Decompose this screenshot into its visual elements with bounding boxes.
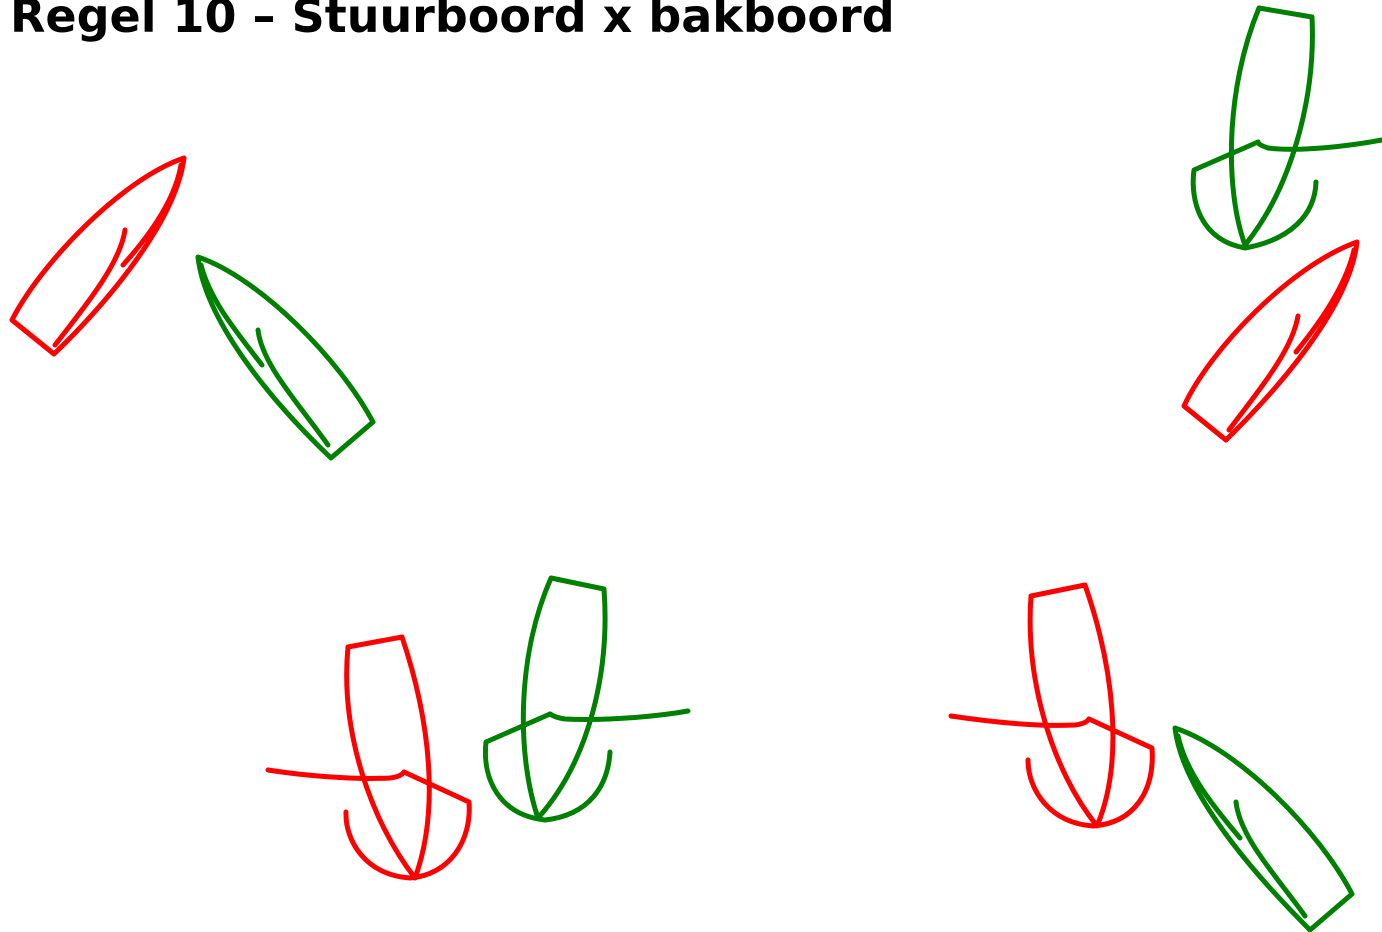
boat-red-bottom-right [948, 582, 1155, 829]
boat-red-top-right [1181, 239, 1360, 443]
boat-hull [1228, 5, 1315, 248]
boat-red-top-left [9, 155, 187, 357]
boat-boom [547, 708, 691, 722]
boat-boom [948, 713, 1092, 728]
boat-boom [265, 767, 407, 781]
boat-centerline [1175, 733, 1243, 841]
boat-green-bottom-right [1172, 725, 1355, 932]
boat-sail [1233, 799, 1308, 919]
boat-green-top-left [195, 254, 376, 461]
boat-hull [520, 575, 608, 821]
boat-centerline [1293, 247, 1357, 355]
boat-rudder-arc [343, 769, 472, 881]
boat-hull [344, 634, 432, 881]
boat-green-top-right [1190, 5, 1382, 251]
boat-hull [195, 254, 376, 461]
boat-boom [1255, 137, 1382, 152]
boat-sail [255, 327, 331, 448]
boat-rudder-arc [1025, 716, 1155, 829]
boat-red-bottom-left [265, 634, 472, 881]
boat-rudder-arc [1190, 139, 1319, 251]
boat-hull [9, 155, 187, 357]
boat-centerline [198, 262, 265, 368]
page-title: Regel 10 – Stuurboord x bakboord [10, 0, 895, 43]
boat-centerline [120, 162, 184, 268]
boat-hull [1172, 725, 1355, 932]
boat-hull [1027, 582, 1116, 829]
boat-sail [1226, 313, 1301, 433]
boat-hull [1181, 239, 1360, 443]
boat-green-bottom-left [482, 575, 691, 823]
boat-rudder-arc [482, 711, 613, 823]
boat-sail [52, 227, 128, 348]
